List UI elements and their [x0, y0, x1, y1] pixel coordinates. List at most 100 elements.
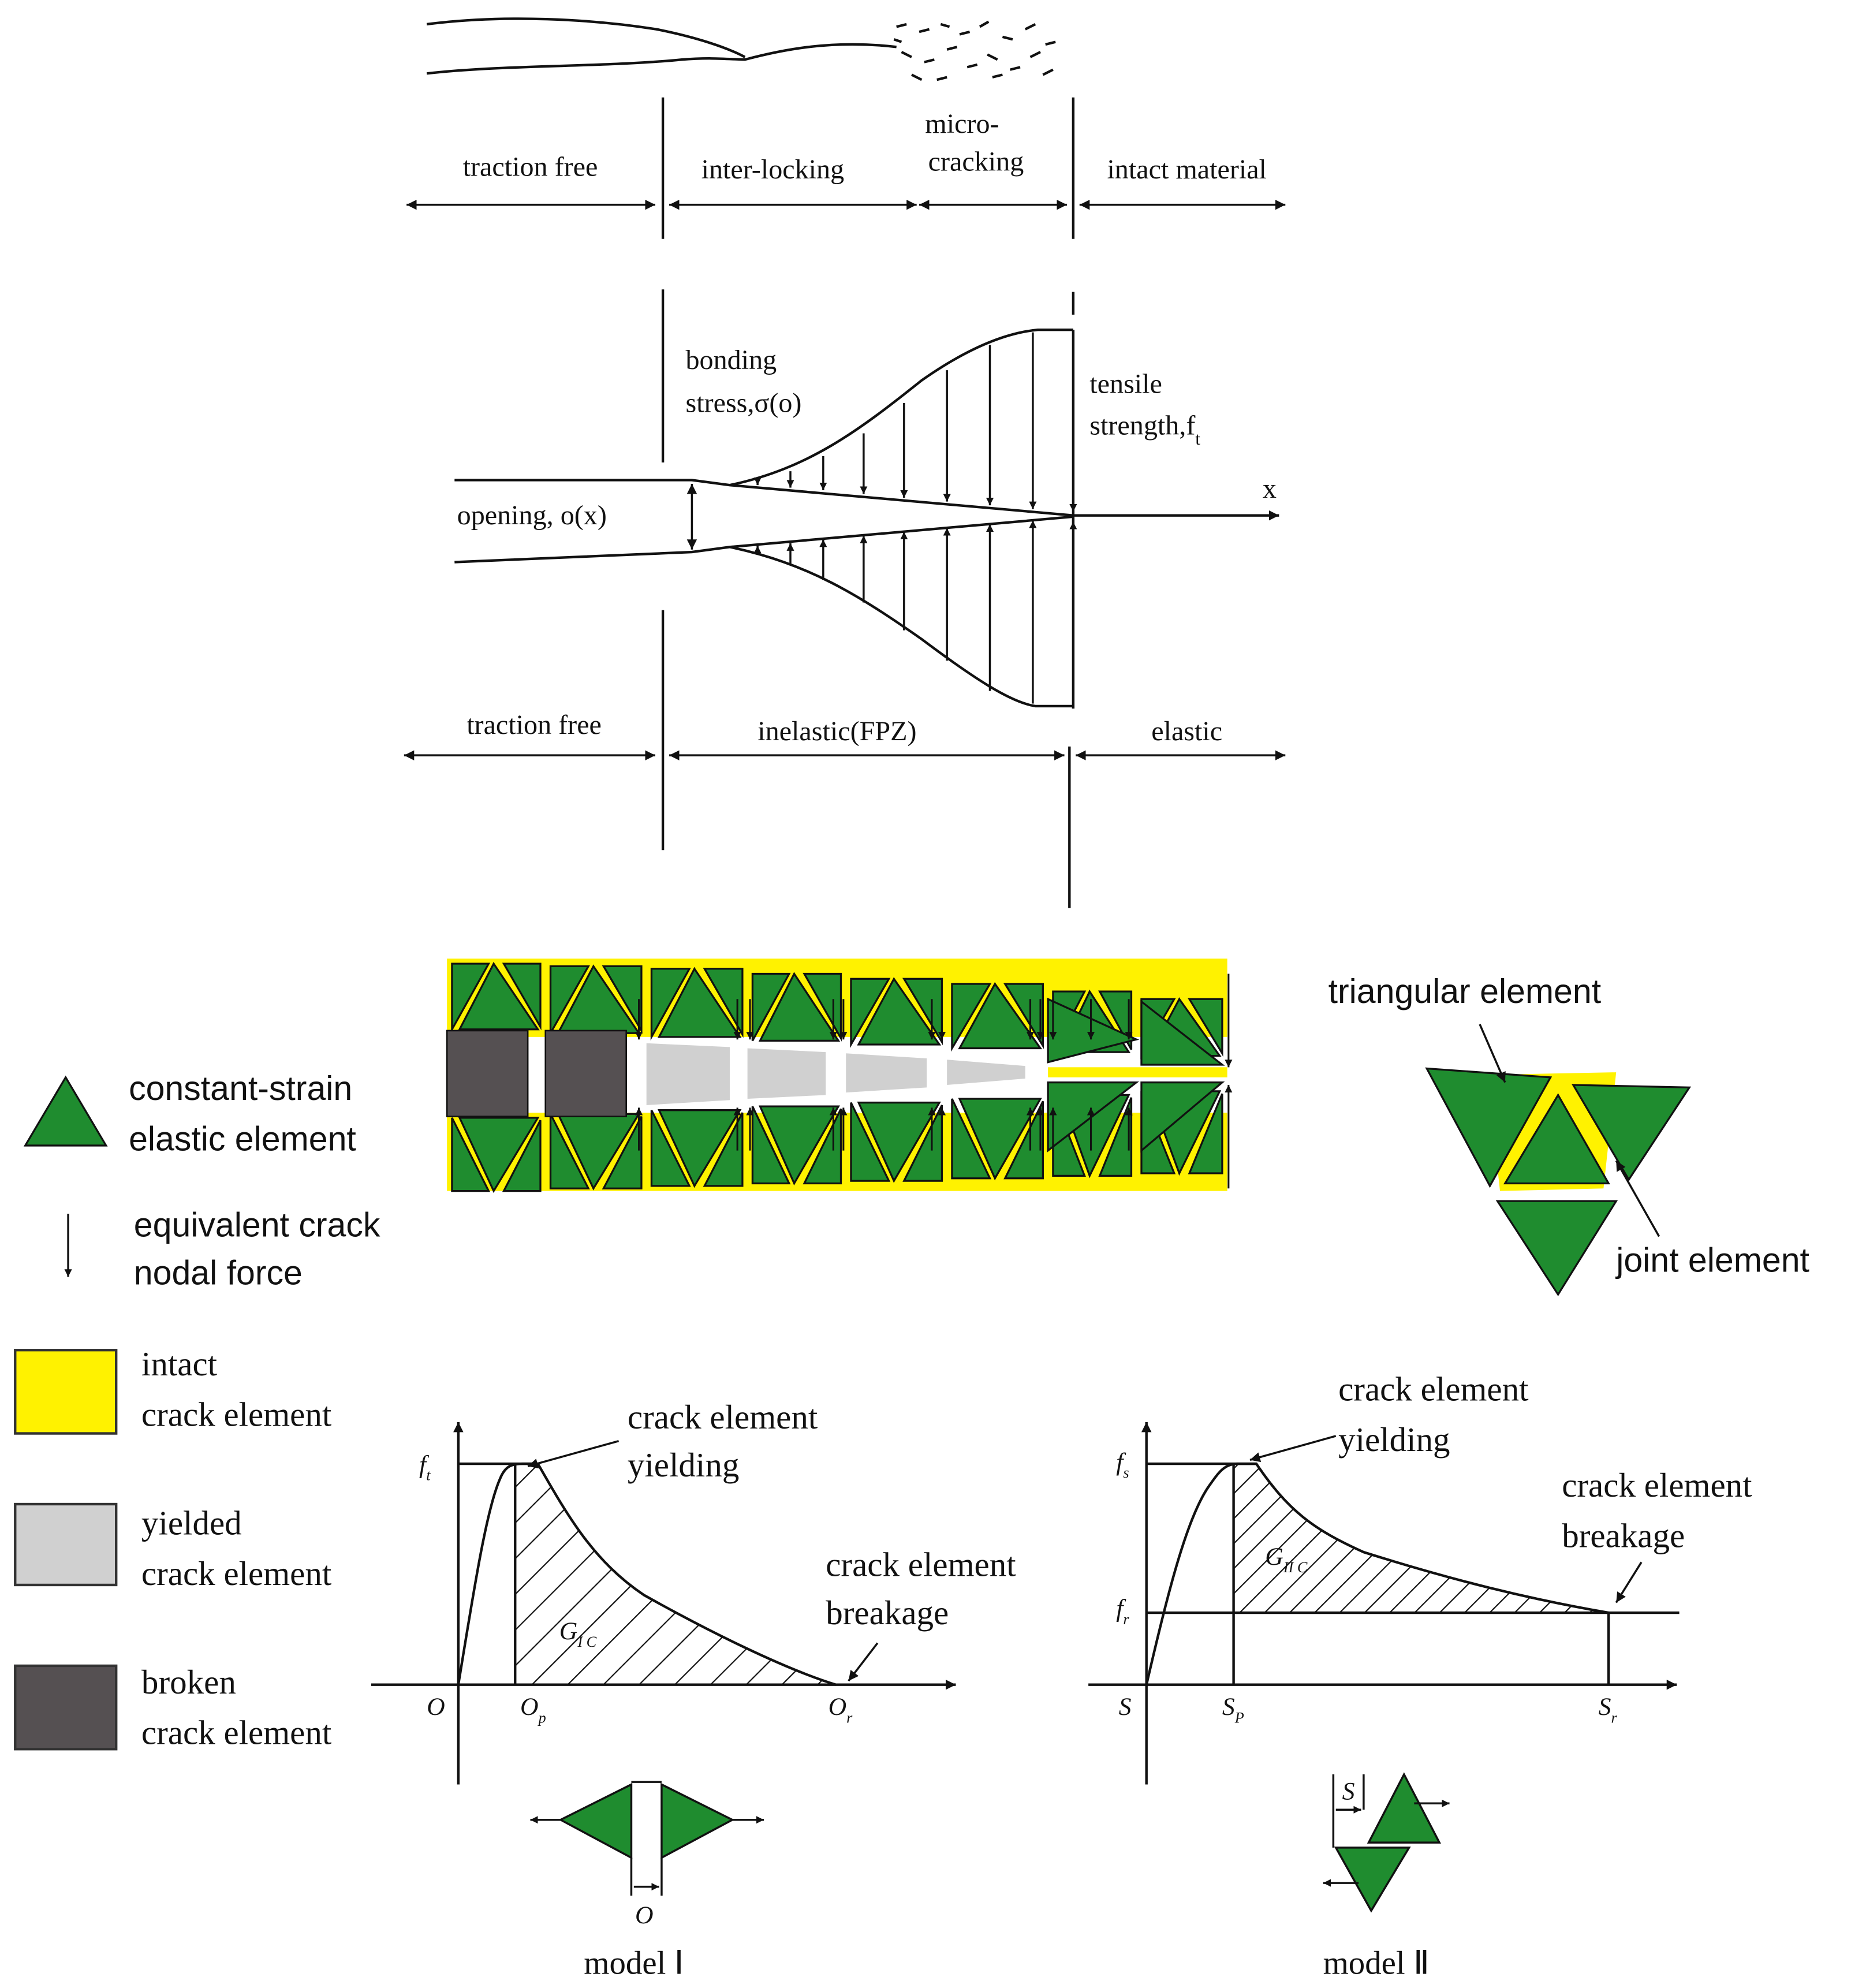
mesh-element	[850, 1102, 891, 1182]
model2-slip-label: S	[1342, 1778, 1355, 1806]
mesh-element	[549, 1113, 590, 1189]
model1-tick-or: Or	[829, 1693, 853, 1726]
model2-yield-label-1: crack element	[1338, 1370, 1529, 1408]
legend-gray-icon	[14, 1502, 118, 1587]
zone-label-micro-cracking-1: micro-	[925, 109, 999, 139]
stress-envelope-lower	[729, 546, 1073, 708]
legend-broken-label-2: crack element	[141, 1714, 332, 1752]
model1-curve	[457, 1462, 837, 1686]
mesh-element	[1098, 1097, 1133, 1177]
mesh-element	[703, 968, 744, 1038]
opening-label: opening, o(x)	[457, 500, 607, 531]
mesh-element	[1140, 1081, 1225, 1153]
zone-label-elastic: elastic	[1151, 716, 1222, 747]
mesh-element	[451, 1117, 490, 1192]
mesh-element	[458, 961, 540, 1031]
broken-crack-element-1	[446, 1030, 529, 1117]
mesh-element	[850, 978, 891, 1049]
legend-elastic-label-1: constant-strain	[129, 1069, 352, 1107]
model2-tick-s: S	[1119, 1693, 1132, 1721]
model1-break-label-1: crack element	[826, 1546, 1016, 1584]
joint-element-pointer	[1615, 1160, 1660, 1237]
bonding-stress-label-1: bonding	[685, 345, 777, 375]
mesh-element	[657, 967, 742, 1038]
mesh-element	[751, 972, 791, 1042]
model1-caption: model Ⅰ	[584, 1945, 684, 1982]
detail-triangle-right	[1571, 1084, 1692, 1182]
zone-label-traction-free-bottom: traction free	[467, 710, 602, 740]
model1-break-label-2: breakage	[826, 1594, 949, 1632]
legend-yielded-label-1: yielded	[141, 1504, 242, 1542]
mesh-element	[502, 1120, 542, 1192]
legend-yielded-label-2: crack element	[141, 1554, 332, 1592]
model2-softening-area	[1233, 1464, 1609, 1613]
x-axis-label: x	[1263, 473, 1277, 504]
mesh-element	[857, 977, 942, 1046]
legend-force-label-2: nodal force	[134, 1254, 303, 1292]
model1-gap-label: O	[635, 1901, 654, 1929]
model2-chart	[1088, 1422, 1680, 1785]
tensile-strength-label-2: strength,ft	[1089, 411, 1200, 449]
mesh-element	[751, 1106, 791, 1185]
crack-sketch	[426, 17, 1056, 81]
element-detail	[1425, 1024, 1692, 1297]
stress-envelope-upper	[729, 329, 1073, 487]
model2-area-label: GII C	[1265, 1543, 1308, 1576]
zone-label-inelastic: inelastic(FPZ)	[757, 716, 916, 747]
mesh-element	[703, 1112, 744, 1187]
mesh-element	[502, 963, 542, 1031]
model2-curve	[1145, 1462, 1609, 1685]
zone-label-micro-cracking-2: cracking	[928, 147, 1024, 177]
mesh-element	[451, 963, 491, 1034]
model2-yield-pointer	[1249, 1435, 1337, 1463]
detail-triangle-bottom	[1495, 1200, 1618, 1297]
yielded-crack-element-2	[747, 1048, 826, 1099]
crack-face-lower	[454, 515, 1074, 564]
mesh-element	[958, 1098, 1042, 1181]
mesh-element	[758, 972, 841, 1042]
mesh-element	[602, 1116, 643, 1189]
zone-dividers-top	[661, 97, 1075, 239]
model2-yield-label-2: yielding	[1338, 1420, 1450, 1459]
model1-softening-area	[515, 1464, 836, 1685]
model2-upper-element	[1367, 1772, 1441, 1844]
model1-left-element	[558, 1782, 633, 1860]
model2-lower-element	[1334, 1847, 1411, 1913]
mesh-element	[650, 1109, 691, 1187]
legend-intact-label-2: crack element	[141, 1395, 332, 1433]
model1-yield-label-1: crack element	[628, 1398, 818, 1436]
triangular-element-pointer	[1479, 1024, 1506, 1083]
mesh-triangles	[451, 961, 1225, 1193]
model1-yield-pointer	[527, 1439, 620, 1469]
model2-tick-sr: Sr	[1599, 1693, 1618, 1726]
model2-break-label-1: crack element	[1562, 1466, 1752, 1504]
legend-force-label-1: equivalent crack	[134, 1206, 380, 1244]
model2-break-label-2: breakage	[1562, 1516, 1685, 1554]
stress-arrows	[753, 332, 1077, 704]
microcracks	[893, 20, 1056, 81]
mesh-element	[958, 982, 1043, 1050]
mesh-element	[650, 968, 691, 1041]
model1-right-element	[660, 1782, 735, 1860]
model1-sketch	[530, 1781, 764, 1896]
model2-tick-sp: SP	[1222, 1693, 1244, 1726]
model1-yield-label-2: yielding	[628, 1446, 739, 1484]
nodal-forces	[635, 999, 1133, 1151]
legend-yellow-icon	[14, 1349, 118, 1435]
joint-element-label: joint element	[1615, 1241, 1809, 1280]
yielded-crack-element-4	[947, 1060, 1025, 1085]
mesh-element	[1047, 997, 1140, 1064]
mesh-element	[1140, 999, 1225, 1066]
model2-fr-tick: fr	[1116, 1595, 1129, 1628]
tensile-strength-label-1: tensile	[1089, 369, 1162, 400]
model2-fs-tick: fs	[1116, 1448, 1129, 1481]
zone-label-traction-free-top: traction free	[463, 151, 598, 182]
detail-triangle-center	[1503, 1093, 1610, 1185]
legend-triangle-icon	[23, 1075, 108, 1147]
legend-dark-icon	[14, 1664, 118, 1751]
mesh-element	[758, 1105, 840, 1186]
mesh-element	[458, 1117, 540, 1193]
mesh-element	[1003, 983, 1044, 1049]
zone-label-intact-material: intact material	[1107, 154, 1267, 185]
